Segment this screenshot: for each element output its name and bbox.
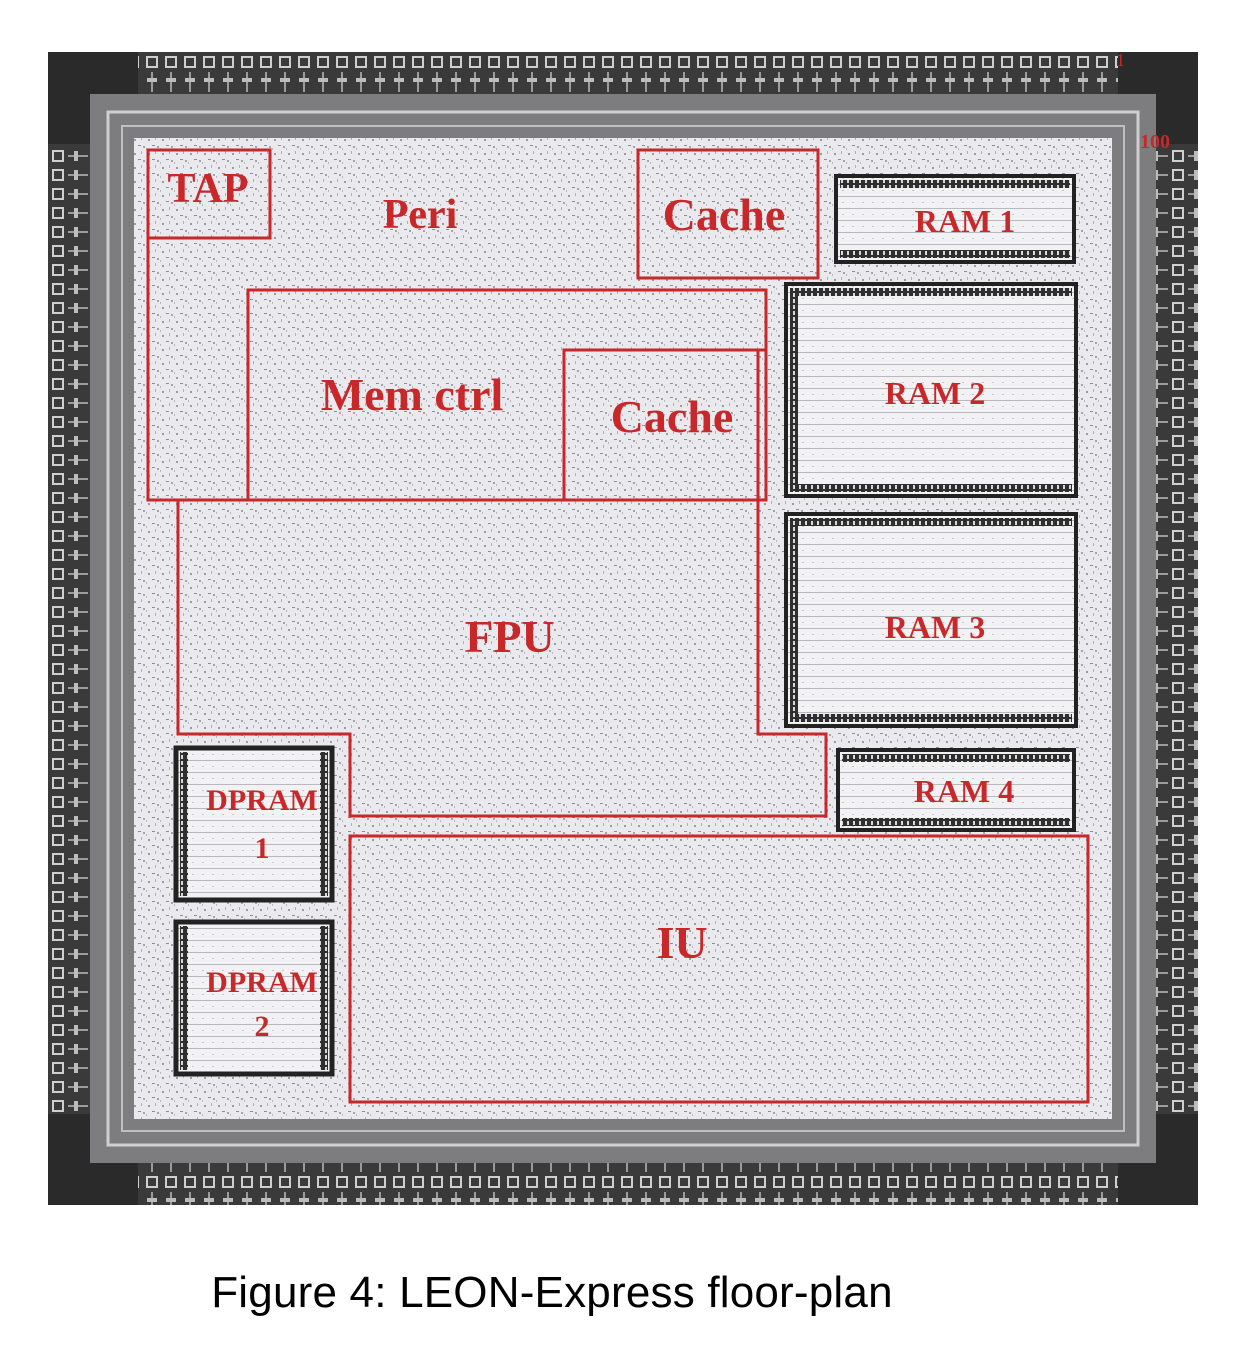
iu-outline — [348, 834, 1090, 1104]
label-dpram2-line2: 2 — [255, 1010, 270, 1043]
left-pad-row — [48, 144, 90, 1114]
io-rail — [106, 110, 1140, 1147]
fpu-outline — [176, 498, 828, 818]
pin-marker-1: 1 — [1116, 52, 1125, 70]
label-mem-ctrl: Mem ctrl — [321, 369, 504, 420]
label-ram3: RAM 3 — [885, 609, 985, 645]
figure-caption: Figure 4: LEON-Express floor-plan — [0, 1268, 1244, 1318]
top-pad-row — [138, 52, 1118, 94]
block-outlines — [146, 148, 1090, 1104]
bottom-pad-row — [138, 1163, 1118, 1205]
label-dpram2-line1: DPRAM — [206, 966, 318, 999]
figure-caption-text: Figure 4: LEON-Express floor-plan — [211, 1268, 893, 1317]
label-dpram1-line1: DPRAM — [206, 784, 318, 817]
label-tap: TAP — [168, 166, 249, 212]
label-ram1: RAM 1 — [915, 203, 1015, 239]
pin-marker-100: 100 — [1140, 131, 1170, 153]
label-fpu: FPU — [465, 611, 554, 662]
label-cache-mid: Cache — [611, 391, 734, 442]
label-ram2: RAM 2 — [885, 375, 985, 411]
right-pad-row — [1156, 144, 1198, 1114]
label-dpram1-line2: 1 — [255, 832, 270, 865]
io-rail-inner — [121, 125, 1125, 1132]
label-peri: Peri — [383, 192, 458, 238]
chip-die: 1 100 TAP Peri Cache RAM 1 Mem ctrl Cach… — [48, 52, 1198, 1205]
label-iu: IU — [656, 917, 707, 968]
label-cache-top: Cache — [663, 189, 786, 240]
floorplan-svg: 1 100 TAP Peri Cache RAM 1 Mem ctrl Cach… — [48, 52, 1198, 1205]
ram-macros — [173, 174, 1078, 1077]
label-ram4: RAM 4 — [914, 773, 1014, 809]
cache-top-outline — [636, 148, 820, 280]
